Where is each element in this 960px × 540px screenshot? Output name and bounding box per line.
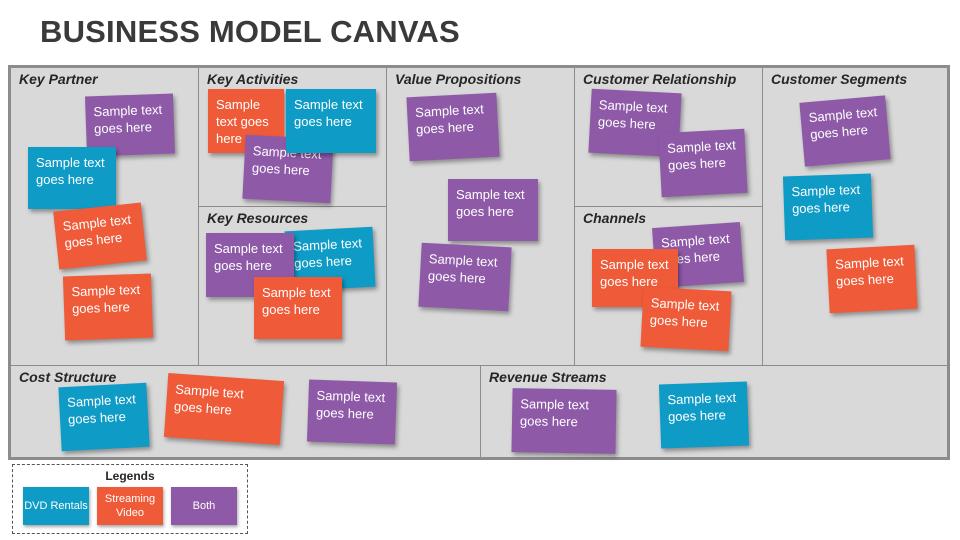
sticky-note: Sample text goes here <box>448 179 538 241</box>
legend-streaming-video: Streaming Video <box>97 487 163 525</box>
legend-both: Both <box>171 487 237 525</box>
section-heading: Revenue Streams <box>489 369 607 385</box>
section-heading: Channels <box>583 210 647 226</box>
legend-dvd-rentals: DVD Rentals <box>23 487 89 525</box>
section-revenue-streams: Revenue Streams <box>480 365 948 458</box>
sticky-note: Sample text goes here <box>286 89 376 153</box>
sticky-note: Sample text goes here <box>799 95 891 167</box>
sticky-note: Sample text goes here <box>28 147 116 209</box>
sticky-note: Sample text goes here <box>406 92 500 162</box>
sticky-note: Sample text goes here <box>62 273 154 341</box>
page-title: BUSINESS MODEL CANVAS <box>40 14 460 49</box>
sticky-note: Sample text goes here <box>782 173 874 241</box>
section-heading: Key Partner <box>19 71 98 87</box>
sticky-note: Sample text goes here <box>658 381 750 449</box>
canvas-board: Key Partner Key Activities Key Resources… <box>8 65 950 460</box>
sticky-note: Sample text goes here <box>511 388 617 454</box>
sticky-note: Sample text goes here <box>53 202 147 270</box>
sticky-note: Sample text goes here <box>640 286 732 352</box>
legend-title: Legends <box>105 469 155 483</box>
sticky-note: Sample text goes here <box>418 242 512 312</box>
sticky-note: Sample text goes here <box>826 244 918 314</box>
sticky-note: Sample text goes here <box>306 379 398 445</box>
section-heading: Customer Relationship <box>583 71 737 87</box>
sticky-note: Sample text goes here <box>592 249 678 307</box>
sticky-note: Sample text goes here <box>58 382 150 452</box>
sticky-note: Sample text goes here <box>163 373 285 445</box>
section-heading: Cost Structure <box>19 369 117 385</box>
sticky-note: Sample text goes here <box>254 277 342 339</box>
section-heading: Value Propositions <box>395 71 522 87</box>
legend: Legends DVD Rentals Streaming Video Both <box>12 464 248 534</box>
section-heading: Key Activities <box>207 71 299 87</box>
section-heading: Customer Segments <box>771 71 908 87</box>
sticky-note: Sample text goes here <box>658 128 748 198</box>
section-heading: Key Resources <box>207 210 309 226</box>
